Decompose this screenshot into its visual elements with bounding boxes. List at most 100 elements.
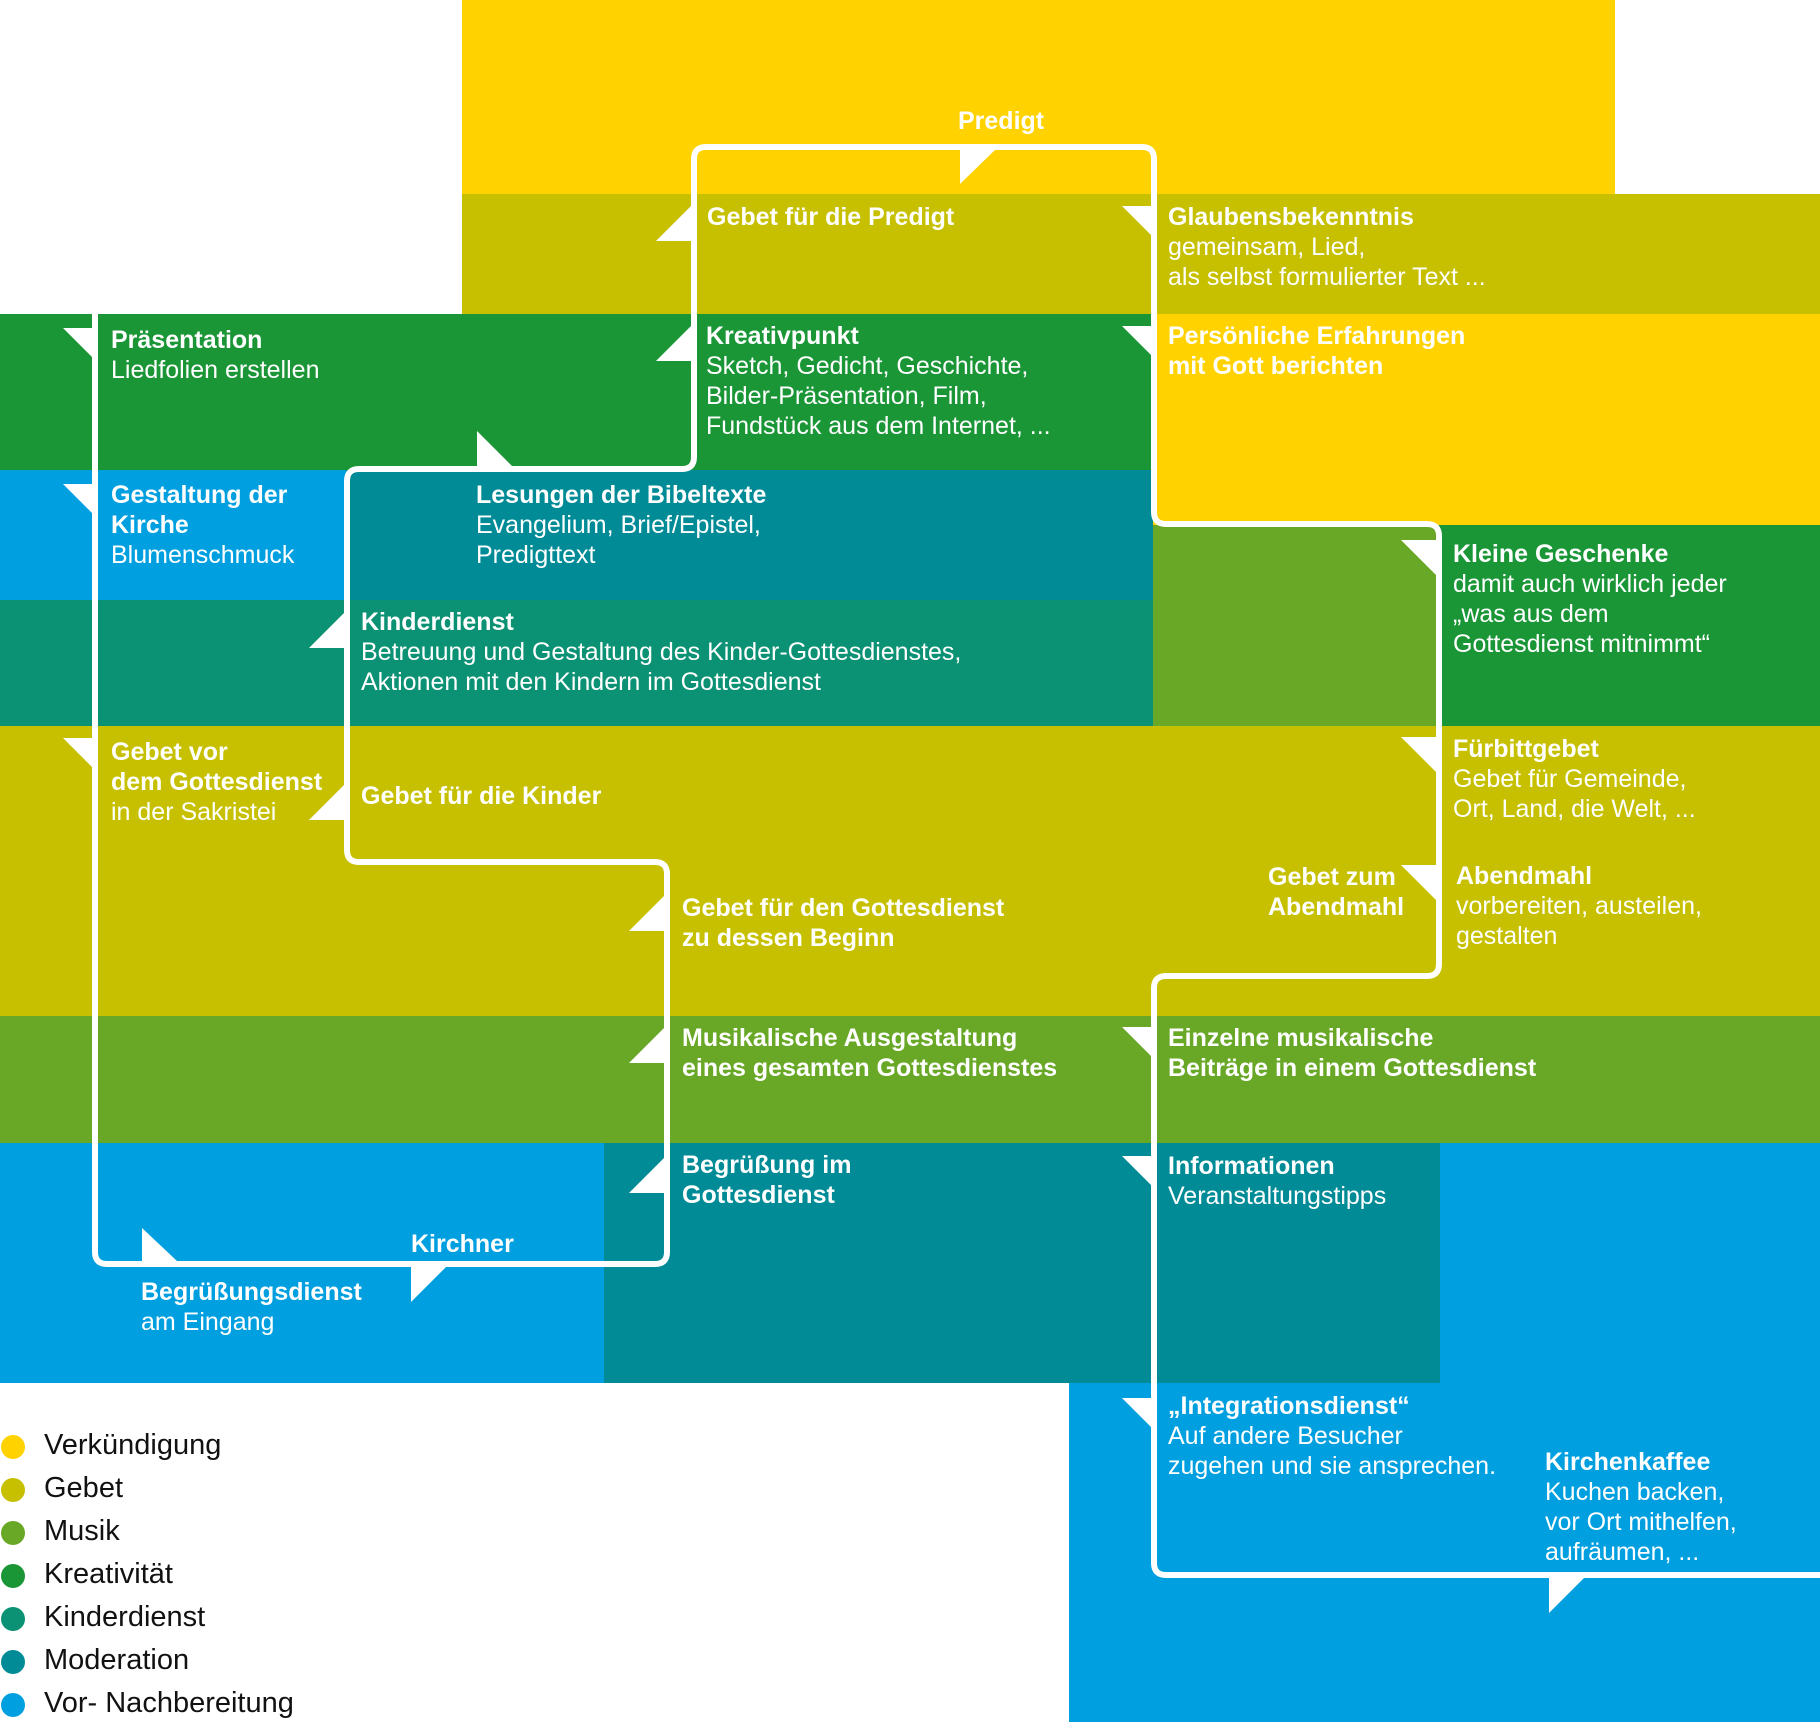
legend-label-moderation: Moderation: [44, 1644, 190, 1676]
legend-label-musik: Musik: [44, 1515, 120, 1547]
card-gebet-predigt: Gebet für die Predigt: [707, 202, 954, 232]
notch-fuerbittgebet: [1401, 737, 1436, 772]
card-integrationsdienst-text: Auf andere Besucher zugehen und sie ansp…: [1168, 1422, 1497, 1480]
notch-kreativpunkt: [656, 326, 691, 361]
notch-glaubensbekenntnis: [1122, 206, 1157, 241]
legend-label-verkuendigung: Verkündigung: [44, 1429, 222, 1461]
notch-begruessungsdienst: [142, 1228, 177, 1261]
card-gebet-gottesdienst-title: Gebet für den Gottesdienst zu dessen Beg…: [682, 894, 1005, 952]
notch-kleine-geschenke: [1401, 540, 1436, 575]
card-kinderdienst-text: Betreuung und Gestaltung des Kinder-Gott…: [361, 638, 962, 696]
card-fuerbittgebet-title: Fürbittgebet: [1453, 735, 1599, 763]
card-kleine-geschenke: Kleine Geschenke damit auch wirklich jed…: [1453, 539, 1727, 659]
legend-dot-kinderdienst: [1, 1607, 25, 1631]
card-kleine-geschenke-text: damit auch wirklich jeder „was aus dem G…: [1453, 570, 1727, 658]
band-verkuendigung-right: [1153, 314, 1820, 525]
card-kirchner-title: Kirchner: [411, 1230, 514, 1258]
card-lesungen-title: Lesungen der Bibeltexte: [476, 481, 767, 509]
card-abendmahl-title: Abendmahl: [1456, 862, 1593, 890]
card-lesungen-text: Evangelium, Brief/Epistel, Predigttext: [476, 511, 761, 569]
card-begruessungsdienst-title: Begrüßungsdienst: [141, 1278, 362, 1306]
card-abendmahl: Abendmahl vorbereiten, austeilen, gestal…: [1456, 861, 1702, 951]
card-kinderdienst: Kinderdienst Betreuung und Gestaltung de…: [361, 607, 961, 697]
card-kirchenkaffee: Kirchenkaffee Kuchen backen, vor Ort mit…: [1545, 1447, 1737, 1567]
notch-integrationsdienst: [1122, 1398, 1157, 1433]
card-integrationsdienst: „Integrationsdienst“ Auf andere Besucher…: [1168, 1391, 1496, 1481]
card-gebet-abendmahl: Gebet zum Abendmahl: [1268, 862, 1404, 922]
card-kirchenkaffee-text: Kuchen backen, vor Ort mithelfen, aufräu…: [1545, 1478, 1737, 1566]
card-kirchenkaffee-title: Kirchenkaffee: [1545, 1448, 1711, 1476]
legend-dot-gebet: [1, 1478, 25, 1502]
band-kreativitaet-left: [0, 314, 1153, 470]
card-glaubensbekenntnis: Glaubensbekenntnis gemeinsam, Lied, als …: [1168, 202, 1486, 292]
legend-dot-kreativitaet: [1, 1564, 25, 1588]
legend-dot-verkuendigung: [1, 1435, 25, 1459]
card-gebet-kinder-title: Gebet für die Kinder: [361, 782, 602, 810]
card-begruessungsdienst-text: am Eingang: [141, 1308, 275, 1336]
card-musik-einzeln-title: Einzelne musikalische Beiträge in einem …: [1168, 1024, 1537, 1082]
card-gebet-abendmahl-title: Gebet zum Abendmahl: [1268, 863, 1405, 921]
card-kreativpunkt: Kreativpunkt Sketch, Gedicht, Geschichte…: [706, 321, 1051, 441]
legend-item-gebet: Gebet: [0, 1468, 294, 1511]
card-informationen: Informationen Veranstaltungstipps: [1168, 1151, 1386, 1211]
notch-gestaltung: [63, 484, 98, 519]
card-gestaltung-title: Gestaltung der Kirche: [111, 481, 288, 539]
notch-gebet-predigt: [656, 206, 691, 241]
band-moderation-bottom: [604, 1143, 1440, 1383]
card-kirchner: Kirchner: [411, 1229, 514, 1259]
band-musik: [0, 1016, 1820, 1143]
legend-label-gebet: Gebet: [44, 1472, 123, 1504]
card-musik-gesamt: Musikalische Ausgestaltung eines gesamte…: [682, 1023, 1057, 1083]
card-begruessung-gd: Begrüßung im Gottesdienst: [682, 1150, 851, 1210]
card-musik-gesamt-title: Musikalische Ausgestaltung eines gesamte…: [682, 1024, 1058, 1082]
flow-line-left-loop: [92, 144, 1820, 1578]
band-vorbereitung-bottom-right: [1440, 1143, 1820, 1383]
legend-item-musik: Musik: [0, 1511, 294, 1554]
notch-kinderdienst: [309, 613, 344, 648]
legend-label-kreativitaet: Kreativität: [44, 1558, 173, 1590]
legend-item-moderation: Moderation: [0, 1640, 294, 1683]
card-integrationsdienst-title: „Integrationsdienst“: [1168, 1392, 1410, 1420]
band-moderation-mid: [346, 470, 1153, 600]
notch-praesentation: [63, 328, 98, 363]
legend-dot-vorbereitung: [1, 1693, 25, 1717]
notch-musik-einzeln: [1122, 1027, 1157, 1062]
card-kreativpunkt-text: Sketch, Gedicht, Geschichte, Bilder-Präs…: [706, 352, 1051, 440]
band-musik-right: [1153, 525, 1439, 726]
card-kleine-geschenke-title: Kleine Geschenke: [1453, 540, 1669, 568]
card-kinderdienst-title: Kinderdienst: [361, 608, 514, 636]
notch-musik-gesamt: [629, 1028, 664, 1063]
card-praesentation-text: Liedfolien erstellen: [111, 356, 320, 384]
notch-gebet-kinder: [309, 785, 344, 820]
band-kreativitaet-right: [1439, 525, 1820, 726]
card-predigt: Predigt: [958, 106, 1044, 136]
card-gebet-vor-title: Gebet vor dem Gottesdienst: [111, 738, 323, 796]
card-lesungen: Lesungen der Bibeltexte Evangelium, Brie…: [476, 480, 766, 570]
card-gebet-predigt-title: Gebet für die Predigt: [707, 203, 955, 231]
card-gestaltung: Gestaltung der Kirche Blumenschmuck: [111, 480, 294, 570]
card-gebet-kinder: Gebet für die Kinder: [361, 781, 601, 811]
notch-predigt: [960, 150, 995, 184]
card-persoenliche: Persönliche Erfahrungen mit Gott bericht…: [1168, 321, 1465, 381]
notch-lesungen: [477, 431, 512, 466]
card-gestaltung-text: Blumenschmuck: [111, 541, 295, 569]
notch-gebet-vor: [63, 738, 98, 773]
card-predigt-title: Predigt: [958, 107, 1045, 135]
band-kinderdienst: [0, 600, 1153, 726]
card-fuerbittgebet-text: Gebet für Gemeinde, Ort, Land, die Welt,…: [1453, 765, 1696, 823]
legend-item-vorbereitung: Vor- Nachbereitung: [0, 1683, 294, 1726]
card-kreativpunkt-title: Kreativpunkt: [706, 322, 859, 350]
notch-kirchenkaffee: [1549, 1578, 1584, 1613]
card-abendmahl-text: vorbereiten, austeilen, gestalten: [1456, 892, 1702, 950]
card-praesentation: Präsentation Liedfolien erstellen: [111, 325, 319, 385]
legend: Verkündigung Gebet Musik Kreativität Kin…: [0, 1425, 294, 1726]
card-persoenliche-title: Persönliche Erfahrungen mit Gott bericht…: [1168, 322, 1466, 380]
card-glaubensbekenntnis-text: gemeinsam, Lied, als selbst formulierter…: [1168, 233, 1486, 291]
card-informationen-title: Informationen: [1168, 1152, 1335, 1180]
legend-item-kreativitaet: Kreativität: [0, 1554, 294, 1597]
card-begruessungsdienst: Begrüßungsdienst am Eingang: [141, 1277, 362, 1337]
card-praesentation-title: Präsentation: [111, 326, 263, 354]
band-vorbereitung-foot: [1069, 1383, 1820, 1722]
card-begruessung-gd-title: Begrüßung im Gottesdienst: [682, 1151, 852, 1209]
card-fuerbittgebet: Fürbittgebet Gebet für Gemeinde, Ort, La…: [1453, 734, 1696, 824]
